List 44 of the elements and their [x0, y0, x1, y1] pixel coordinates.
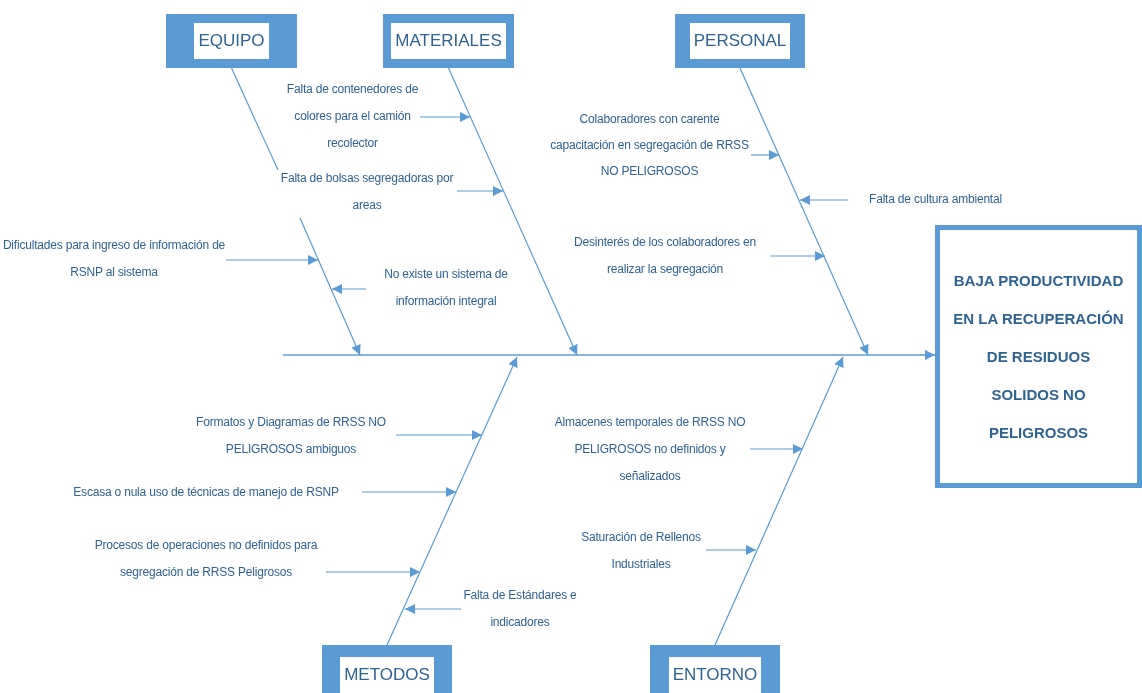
category-label: ENTORNO: [668, 657, 762, 693]
bone-arrow: [447, 67, 578, 356]
arrow: [331, 284, 367, 294]
category-label: PERSONAL: [689, 23, 791, 59]
arrow: [705, 545, 757, 555]
cause-text: Falta de cultura ambiental: [848, 186, 1023, 213]
arrow: [456, 186, 504, 196]
category-label: METODOS: [340, 657, 434, 693]
category-label: EQUIPO: [194, 23, 269, 59]
arrow: [404, 604, 462, 614]
cause-text: Falta de contenedores de colores para el camión recolector: [285, 76, 420, 157]
arrow: [749, 444, 804, 454]
category-label: MATERIALES: [391, 23, 506, 59]
cause-text: Falta de bolsas segregadoras por areas: [277, 165, 457, 219]
cause-text: Escasa o nula uso de técnicas de manejo de RSNP: [50, 479, 362, 506]
category-box: [322, 645, 452, 693]
arrow: [750, 150, 780, 160]
cause-text: Saturación de Rellenos Industriales: [576, 524, 706, 578]
effect-text: BAJA PRODUCTIVIDAD EN LA RECUPERACIÓN DE RESIDUOS SOLIDOS NO PELIGROSOS: [952, 270, 1125, 443]
cause-text: Colaboradores con carente capacitación en segregación de RRSS NO PELIGROSOS: [548, 106, 751, 184]
bone-arrow: [714, 356, 844, 646]
cause-text: Formatos y Diagramas de RRSS NO PELIGROSOS ambiguos: [186, 409, 396, 463]
bone-arrow: [230, 67, 361, 356]
cause-text: Desinterés de los colaboradores en realizar la segregación: [560, 229, 770, 283]
spine-arrow: [282, 350, 936, 360]
cause-text: Procesos de operaciones no definidos para segregación de RRSS Peligrosos: [86, 532, 326, 613]
arrow: [799, 195, 849, 205]
category-box: [383, 14, 514, 68]
cause-text: Falta de Estándares e indicadores: [461, 582, 579, 636]
arrow: [395, 430, 483, 440]
cause-text: Almacenes temporales de RRSS NO PELIGROSOS no definidos y señalizados: [550, 409, 750, 490]
cause-text: No existe un sistema de información integral: [366, 261, 526, 315]
category-box: [166, 14, 297, 68]
arrow: [325, 567, 421, 577]
bone-arrow: [739, 67, 869, 356]
arrow: [225, 255, 319, 265]
effect-box: [935, 225, 1142, 488]
arrow: [361, 487, 457, 497]
arrow: [769, 251, 826, 261]
cause-text: Dificultades para ingreso de información de RSNP al sistema: [2, 232, 226, 286]
bone-arrow: [386, 356, 518, 646]
category-box: [675, 14, 805, 68]
arrow: [419, 112, 471, 122]
category-box: [650, 645, 780, 693]
